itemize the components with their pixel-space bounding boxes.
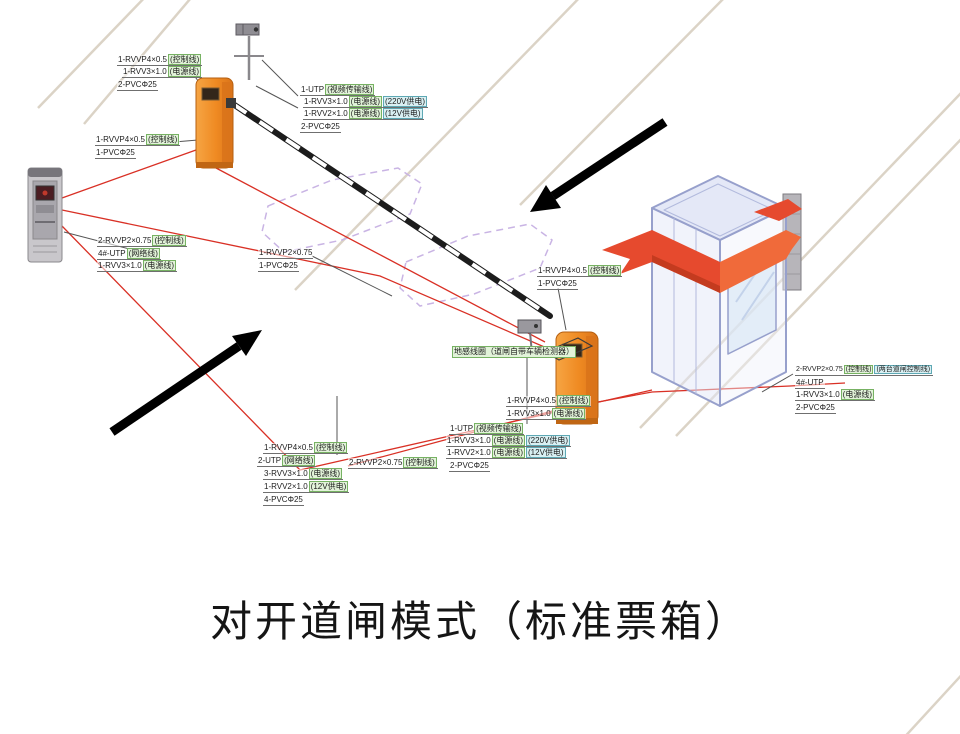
cable-label: 1-RVV2×1.0(12V供电) bbox=[263, 481, 350, 493]
cable-label: 1-RVV3×1.0(电源线)(220V供电) bbox=[303, 96, 429, 108]
cable-label: 2-PVCΦ25 bbox=[117, 80, 158, 91]
camera-pole bbox=[234, 23, 264, 80]
ribbon-banner bbox=[602, 199, 802, 293]
cable-label: 1-RVVP4×0.5(控制线) bbox=[263, 442, 349, 454]
cable-label: 1-PVCΦ25 bbox=[258, 261, 299, 272]
cable-label: 2-RVVP2×0.75(控制线) bbox=[348, 457, 438, 469]
cable-label: 1-UTP(视频传输线) bbox=[449, 423, 525, 435]
cable-label: 1-RVVP4×0.5(控制线) bbox=[95, 134, 181, 146]
traffic-arrow-outbound bbox=[109, 330, 262, 436]
cable-label: 1-RVVP4×0.5(控制线) bbox=[506, 395, 592, 407]
island-outlines bbox=[261, 167, 553, 307]
cable-label: 4-PVCΦ25 bbox=[263, 495, 304, 506]
cable-label: 2-RVVP2×0.75(控制线)(两台道闸控制线) bbox=[795, 365, 934, 376]
cable-label: 4#-UTP bbox=[795, 378, 825, 389]
cable-label: 2-RVVP2×0.75(控制线) bbox=[97, 235, 187, 247]
cable-label: 2-PVCΦ25 bbox=[449, 461, 490, 472]
cable-label: 1-RVV2×1.0(电源线)(12V供电) bbox=[446, 447, 567, 459]
traffic-arrow-inbound bbox=[530, 118, 668, 212]
cable-label: 4#-UTP(网络线) bbox=[97, 248, 161, 260]
cable-label: 2-PVCΦ25 bbox=[795, 403, 836, 414]
ticket-dispenser bbox=[27, 167, 63, 263]
cable-label: 1-RVVP4×0.5(控制线) bbox=[537, 265, 623, 277]
cable-label: 2-UTP(网络线) bbox=[257, 455, 317, 467]
cable-label: 3-RVV3×1.0(电源线) bbox=[263, 468, 343, 480]
cable-label: 1-PVCΦ25 bbox=[95, 148, 136, 159]
ground-loop-label: 地感线圈（道闸自带车辆检测器） bbox=[452, 346, 576, 358]
diagram-title: 对开道闸模式（标准票箱） bbox=[209, 598, 751, 645]
cable-label: 1-RVV3×1.0(电源线) bbox=[506, 408, 586, 420]
cable-label: 1-RVV2×1.0(电源线)(12V供电) bbox=[303, 108, 424, 120]
barrier-arm bbox=[230, 101, 553, 319]
cable-label: 1-RVV3×1.0(电源线) bbox=[795, 389, 875, 401]
cable-label: 1-RVV3×1.0(电源线) bbox=[97, 260, 177, 272]
cable-label: 1-RVVP2×0.75 bbox=[258, 248, 314, 259]
cable-label: 1-RVV3×1.0(电源线) bbox=[122, 66, 202, 78]
cable-label: 2-PVCΦ25 bbox=[300, 122, 341, 133]
cable-label: 1-UTP(视频传输线) bbox=[300, 84, 376, 96]
cable-label: 1-RVVP4×0.5(控制线) bbox=[117, 54, 203, 66]
cable-label: 1-RVV3×1.0(电源线)(220V供电) bbox=[446, 435, 572, 447]
barrier-gate-1 bbox=[195, 77, 236, 169]
cable-label: 1-PVCΦ25 bbox=[537, 279, 578, 290]
